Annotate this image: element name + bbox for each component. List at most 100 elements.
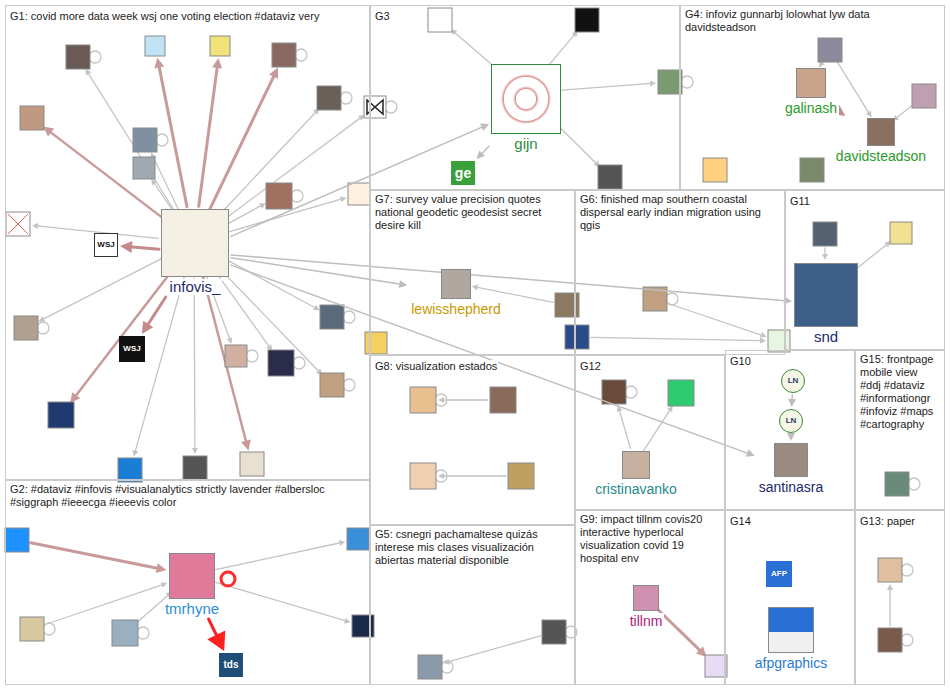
- wire-line: [472, 284, 554, 302]
- group-header: G9: impact tillnm covis20 interactive hy…: [579, 513, 719, 565]
- connector-line: [31, 543, 159, 569]
- connector-line: [837, 62, 869, 113]
- avatar-icon: [794, 263, 858, 327]
- avatar-icon: [66, 45, 90, 69]
- avatar-icon: [598, 165, 622, 189]
- group-header: G10: [729, 355, 752, 368]
- avatar-icon: [428, 8, 452, 32]
- avatar-icon: [800, 158, 824, 182]
- wire-line: [451, 29, 497, 69]
- group-box: G5: csnegri pachamaltese quizás interese…: [370, 525, 575, 685]
- avatar-icon: [20, 106, 44, 130]
- vertex: infovis_: [161, 209, 229, 295]
- logo-box: tds: [219, 653, 243, 677]
- connector-line: [443, 475, 506, 476]
- connector-line: [481, 146, 489, 154]
- self-loop: [156, 134, 168, 146]
- connector-line: [549, 34, 575, 64]
- avatar-icon: [885, 472, 909, 496]
- avatar-icon: [320, 373, 344, 397]
- vertex: lewisshepherd: [409, 269, 503, 317]
- wire-line: [45, 582, 167, 624]
- group-box: G9: impact tillnm covis20 interactive hy…: [575, 510, 725, 685]
- group-box: G3gijnge: [370, 5, 680, 190]
- wire-line: [226, 259, 320, 310]
- wire-line: [443, 636, 540, 665]
- arrow-head: [212, 58, 222, 69]
- avatar-icon: [705, 655, 727, 677]
- wire-line: [192, 278, 198, 454]
- avatar-icon: [118, 458, 142, 482]
- connector-line: [619, 410, 630, 449]
- arrow-head: [151, 179, 157, 186]
- avatar-icon: [48, 402, 74, 428]
- group-header: G6: finished map southern coastal disper…: [579, 193, 779, 232]
- avatar-icon: [813, 222, 837, 246]
- avatar-icon: [658, 70, 682, 94]
- self-loop: [137, 627, 149, 639]
- group-header: G8: visualization estados: [374, 360, 498, 373]
- vertex: tillnm: [628, 585, 665, 629]
- logo-box: LN: [781, 369, 805, 393]
- logo-text: ge: [455, 166, 471, 180]
- avatar-icon: [508, 463, 534, 489]
- avatar-icon: [768, 607, 814, 653]
- arrow-head: [667, 406, 673, 413]
- avatar-icon: [622, 451, 650, 479]
- icon-mark: [367, 100, 375, 114]
- connector-line: [448, 636, 540, 662]
- self-loop: [89, 51, 101, 63]
- group-header: G15: frontpage mobile view #ddj #dataviz…: [859, 353, 939, 431]
- self-loop: [385, 101, 397, 113]
- connector-line: [896, 105, 913, 118]
- group-box: G7: survey value precision quotes nation…: [370, 190, 575, 355]
- wire-line: [85, 69, 174, 212]
- group-header: G1: covid more data week wsj one voting …: [9, 10, 320, 23]
- self-loop: [681, 76, 693, 88]
- arrow-head: [344, 618, 351, 624]
- connector: [231, 255, 792, 305]
- vertex: galinash: [783, 68, 839, 116]
- arrow-head: [340, 196, 347, 202]
- avatar-icon: [491, 64, 561, 134]
- avatar-icon: [268, 350, 294, 376]
- connector-line: [130, 247, 159, 249]
- self-loop: [343, 379, 355, 391]
- arrow-head: [472, 284, 478, 290]
- logo-text: LN: [788, 377, 799, 385]
- arrow-head: [241, 440, 251, 451]
- group-box: G1: covid more data week wsj one voting …: [5, 5, 370, 480]
- avatar-icon: [890, 222, 912, 244]
- vertex-label: tillnm: [628, 613, 665, 629]
- wire-line: [822, 248, 828, 260]
- connector-line: [203, 277, 246, 443]
- group-box: G15: frontpage mobile view #ddj #dataviz…: [855, 350, 945, 510]
- arrow-head: [32, 223, 38, 229]
- arrow-head: [207, 630, 225, 651]
- avatar-icon: [5, 528, 29, 552]
- icon-mark: [8, 214, 28, 234]
- avatar-icon: [410, 463, 436, 489]
- wire-line: [837, 62, 871, 117]
- group-header: G11: [789, 195, 811, 208]
- arrow-head: [822, 254, 828, 260]
- connector-line: [231, 265, 749, 453]
- vertex-label: cristinavanko: [593, 481, 679, 497]
- arrow-head: [339, 540, 345, 546]
- vertex-label: afpgraphics: [753, 655, 829, 671]
- group-box: G2: #dataviz #infovis #visualanalytics s…: [5, 480, 370, 685]
- avatar-icon: [112, 620, 138, 646]
- connector-line: [159, 66, 187, 207]
- avatar-icon: [668, 380, 694, 406]
- arrow-head: [438, 397, 444, 403]
- vertex-label: galinash: [783, 100, 839, 116]
- vertex: tmrhyne: [163, 553, 221, 617]
- arrow-head: [746, 449, 755, 457]
- arrow-head: [477, 150, 485, 159]
- arrow-head: [787, 433, 795, 441]
- arrow-head: [192, 448, 198, 454]
- avatar-icon: [768, 330, 790, 352]
- connector-line: [219, 112, 317, 216]
- avatar-icon: [14, 316, 38, 340]
